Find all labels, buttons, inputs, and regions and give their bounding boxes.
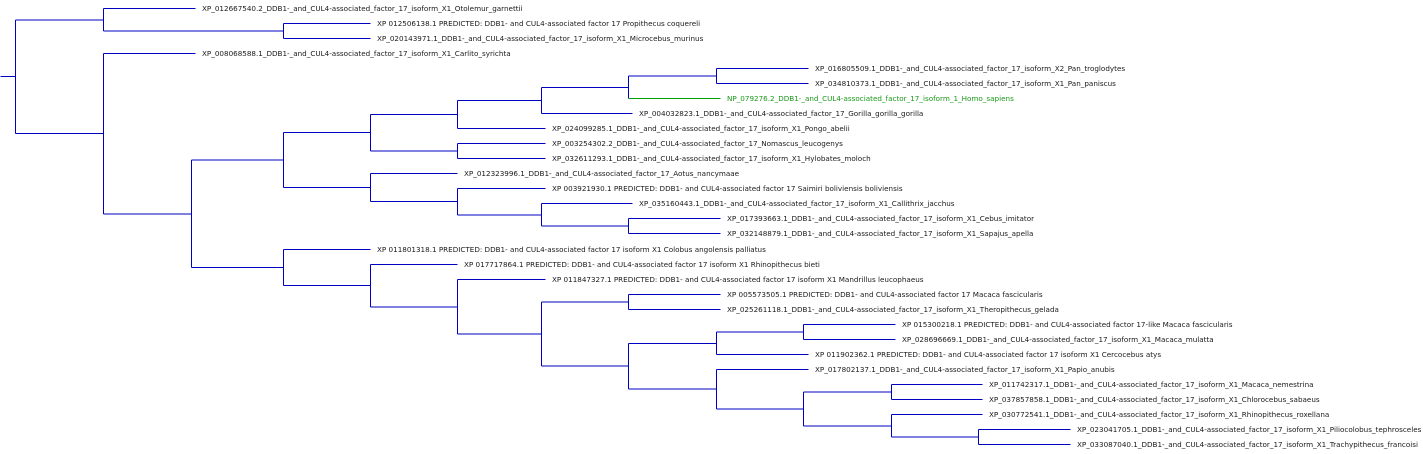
leaf-label-atys[interactable]: XP 011902362.1 PREDICTED: DDB1- and CUL4… xyxy=(815,350,1161,359)
leaf-label-paniscus[interactable]: XP_034810373.1_DDB1-_and_CUL4-associated… xyxy=(815,79,1116,88)
leaf-label-nancymaae[interactable]: XP_012323996.1_DDB1-_and_CUL4-associated… xyxy=(464,169,740,178)
tree-leaf-labels: XP_012667540.2_DDB1-_and_CUL4-associated… xyxy=(202,4,1422,449)
leaf-label-coquereli[interactable]: XP 012506138.1 PREDICTED: DDB1- and CUL4… xyxy=(377,19,700,28)
leaf-label-imitator[interactable]: XP_017393663.1_DDB1-_and_CUL4-associated… xyxy=(727,214,1034,223)
leaf-label-anubis[interactable]: XP_017802137.1_DDB1-_and_CUL4-associated… xyxy=(815,365,1115,374)
leaf-label-bieti[interactable]: XP 017717864.1 PREDICTED: DDB1- and CUL4… xyxy=(464,260,820,269)
leaf-label-jacchus[interactable]: XP_035160443.1_DDB1-_and_CUL4-associated… xyxy=(639,199,955,208)
leaf-label-francoisi[interactable]: XP_033087040.1_DDB1-_and_CUL4-associated… xyxy=(1077,440,1418,449)
leaf-label-fascicularis[interactable]: XP 005573505.1 PREDICTED: DDB1- and CUL4… xyxy=(727,290,1043,299)
leaf-label-fascicularis_like[interactable]: XP 015300218.1 PREDICTED: DDB1- and CUL4… xyxy=(902,320,1233,329)
leaf-label-leucogenys[interactable]: XP_003254302.2_DDB1-_and_CUL4-associated… xyxy=(552,139,843,148)
leaf-label-palliatus[interactable]: XP 011801318.1 PREDICTED: DDB1- and CUL4… xyxy=(377,245,766,254)
leaf-label-apella[interactable]: XP_032148879.1_DDB1-_and_CUL4-associated… xyxy=(727,229,1033,238)
leaf-label-mulatta[interactable]: XP_028696669.1_DDB1-_and_CUL4-associated… xyxy=(902,335,1214,344)
leaf-label-syrichta[interactable]: XP_008068588.1_DDB1-_and_CUL4-associated… xyxy=(202,49,511,58)
leaf-label-moloch[interactable]: XP_032611293.1_DDB1-_and_CUL4-associated… xyxy=(552,154,871,163)
leaf-label-tephrosceles[interactable]: XP_023041705.1_DDB1-_and_CUL4-associated… xyxy=(1077,425,1422,434)
leaf-label-murinus[interactable]: XP_020143971.1_DDB1-_and_CUL4-associated… xyxy=(377,34,704,43)
leaf-label-sabaeus[interactable]: XP_037857858.1_DDB1-_and_CUL4-associated… xyxy=(989,395,1320,404)
leaf-label-abelii[interactable]: XP_024099285.1_DDB1-_and_CUL4-associated… xyxy=(552,124,850,133)
leaf-label-gorilla[interactable]: XP_004032823.1_DDB1-_and_CUL4-associated… xyxy=(639,109,923,118)
leaf-label-sapiens[interactable]: NP_079276.2_DDB1-_and_CUL4-associated_fa… xyxy=(727,94,1014,103)
leaf-label-gelada[interactable]: XP_025261118.1_DDB1-_and_CUL4-associated… xyxy=(727,305,1059,314)
leaf-label-nemestrina[interactable]: XP_011742317.1_DDB1-_and_CUL4-associated… xyxy=(989,380,1314,389)
leaf-label-garnettii[interactable]: XP_012667540.2_DDB1-_and_CUL4-associated… xyxy=(202,4,523,13)
leaf-label-leucophaeus[interactable]: XP 011847327.1 PREDICTED: DDB1- and CUL4… xyxy=(552,275,924,284)
tree-branches xyxy=(0,8,1071,445)
leaf-label-boliviensis[interactable]: XP 003921930.1 PREDICTED: DDB1- and CUL4… xyxy=(552,184,903,193)
leaf-label-roxellana[interactable]: XP_030772541.1_DDB1-_and_CUL4-associated… xyxy=(989,410,1329,419)
leaf-label-troglodytes[interactable]: XP_016805509.1_DDB1-_and_CUL4-associated… xyxy=(815,64,1125,73)
